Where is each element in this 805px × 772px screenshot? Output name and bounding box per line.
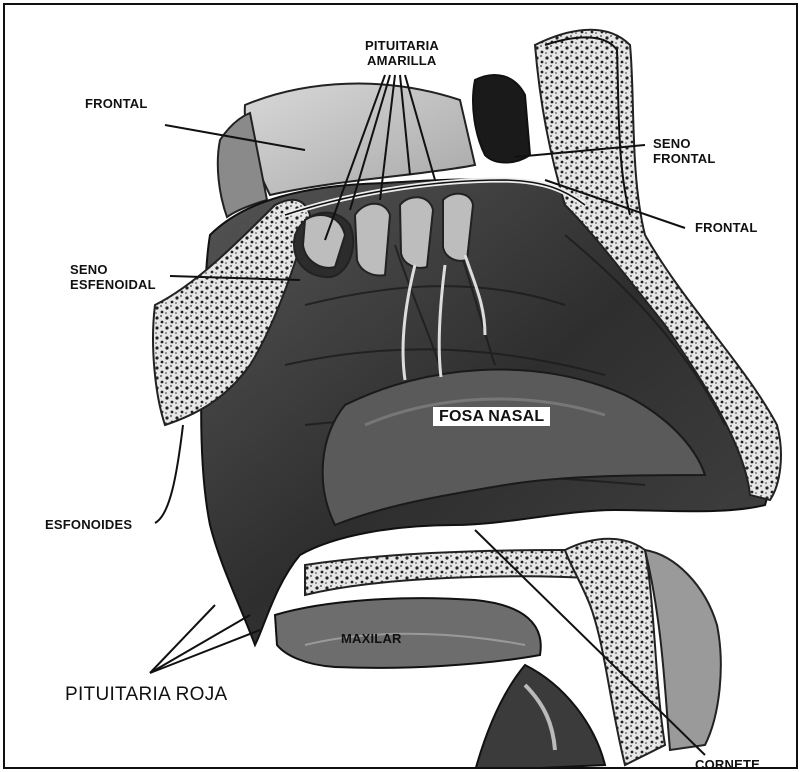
label-seno-esfenoidal-line1: SENO [70,262,108,277]
label-frontal-left: FRONTAL [85,96,148,111]
label-cornete: CORNETE [695,757,760,769]
figure-frame: FRONTAL PITUITARIA AMARILLA SENO FRONTAL… [3,3,798,769]
label-esfenoides: ESFONOIDES [45,517,132,532]
label-pituitaria-roja: PITUITARIA ROJA [65,687,228,702]
label-pituitaria-amarilla-line1: PITUITARIA [365,38,439,53]
label-pituitaria-amarilla-line2: AMARILLA [367,53,436,68]
label-seno-frontal-line1: SENO [653,136,691,151]
oral-region [475,665,605,769]
label-maxilar: MAXILAR [341,631,402,646]
frontal-sinus [473,75,530,163]
label-fosa-nasal: FOSA NASAL [433,407,550,426]
label-seno-frontal-line2: FRONTAL [653,151,716,166]
label-seno-esfenoidal-line2: ESFENOIDAL [70,277,156,292]
nasal-cavity-illustration [5,5,798,769]
label-frontal-right: FRONTAL [695,220,758,235]
